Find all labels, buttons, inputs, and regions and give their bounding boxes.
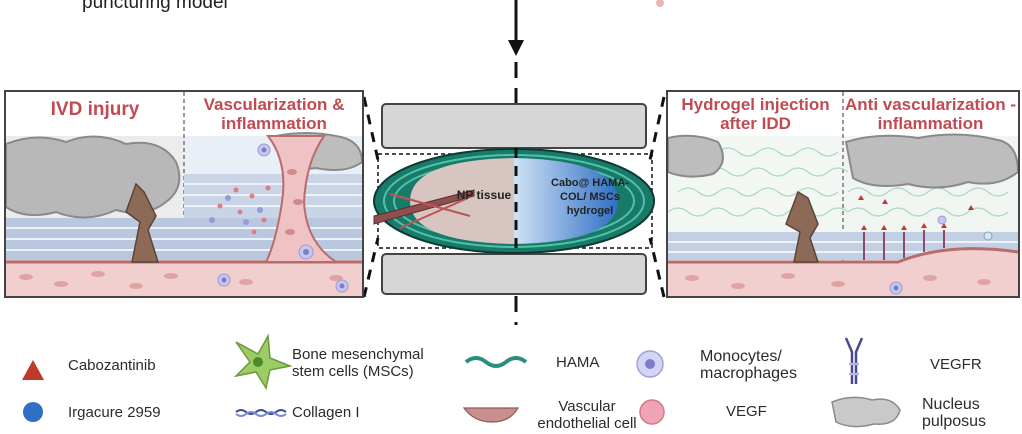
label-np-tissue: NP tissue [456,188,512,202]
vegf-icon [639,399,665,425]
left-panel: IVD injury Vascularization & inflammatio… [4,90,364,298]
legend-cabozantinib: Cabozantinib [68,357,156,374]
msc-cell-icon [233,333,293,390]
legend-irgacure: Irgacure 2959 [68,404,161,421]
collagen-icon [235,409,287,417]
right-panel-scene [668,92,1018,296]
legend-icons [22,333,901,428]
lower-vertebra [381,253,647,295]
label-hydrogel: Cabo@ HAMA-COL/ MSCs hydrogel [551,177,629,217]
legend-vascular: Vascular endothelial cell [537,398,637,432]
upper-vertebra [381,103,647,149]
nucleus-cloud-right [844,133,1018,189]
vegfr-receptors [863,230,945,260]
title-ivd-injury: IVD injury [50,99,140,120]
irgacure-icon [23,402,43,422]
monocyte-icon [636,350,664,378]
fragment-dot [656,0,664,7]
left-panel-scene [6,92,362,296]
legend-nucleus: Nucleus pulposus [922,396,987,430]
hama-icon [464,356,528,368]
nucleus-cloud-left [6,135,181,219]
vegf-dots-left [217,185,271,235]
title-anti-vascularization: Anti vascularization -inflammation [845,95,1016,133]
hydrogel-region [514,158,618,244]
legend-vegfr: VEGFR [930,356,982,373]
ingrowing-vessel [264,135,340,263]
needle-puncture [373,189,475,229]
legend-collagen: Collagen I [292,404,360,421]
vegfr-icon [844,337,864,384]
legend-bmsc: Bone mesenchymal stem cells (MSCs) [292,346,424,380]
nucleus-pulposus-icon [831,396,901,428]
legend-vegf: VEGF [726,403,767,420]
legend-monocytes: Monocytes/ macrophages [700,348,797,382]
header-fragment: puncturing model [82,0,228,13]
endplate-layer [6,260,362,296]
monocytes-left [209,143,349,293]
right-panel: Hydrogel injection after IDD Anti vascul… [666,90,1020,298]
legend-hama: HAMA [556,354,600,371]
endothelial-cell-icon [462,407,520,423]
fissure-shape [125,182,160,263]
cabozantinib-icon [22,360,44,380]
title-hydrogel-injection: Hydrogel injection after IDD [681,95,830,133]
disc-model [373,103,655,295]
down-arrow-icon [508,40,524,56]
center-panel: NP tissue Cabo@ HAMA-COL/ MSCs hydrogel [370,98,658,296]
title-vascularization: Vascularization & inflammation [203,95,345,133]
endplate-layer-right [668,248,1018,296]
